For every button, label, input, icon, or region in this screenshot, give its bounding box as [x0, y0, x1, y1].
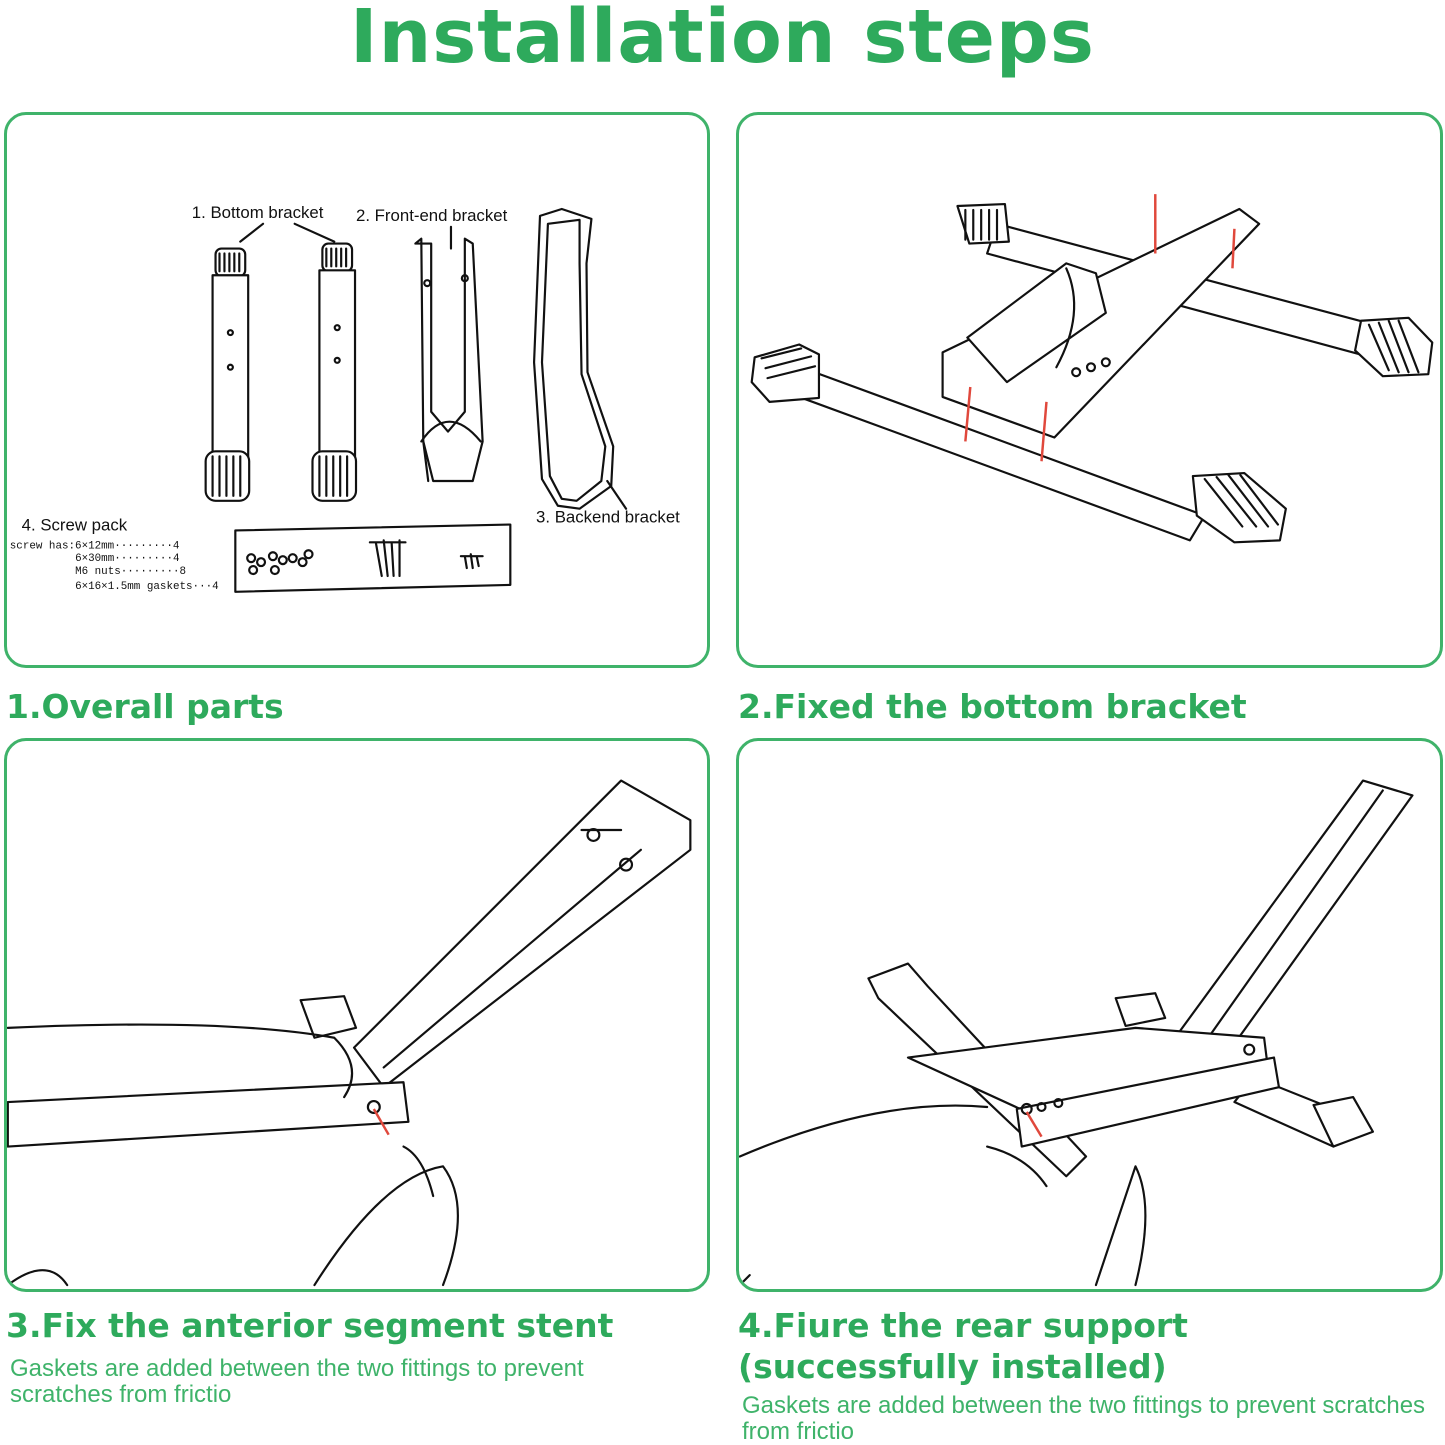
anterior-segment-illustration	[7, 779, 692, 1287]
screw-pack-box	[234, 523, 512, 593]
step-3-caption: 3.Fix the anterior segment stent	[6, 1306, 614, 1345]
step-4-caption: 4.Fiure the rear support (successfully i…	[738, 1306, 1188, 1386]
screw-line-3: M6 nuts·········8	[75, 566, 186, 578]
page-title: Installation steps	[350, 0, 1095, 80]
panel-overall-parts: 1. Bottom bracket 2. Front-end bracket	[4, 112, 710, 668]
step-1-caption: 1.Overall parts	[6, 687, 284, 726]
bottom-bracket-b	[311, 242, 358, 502]
screw-line-2: 6×30mm·········4	[75, 553, 179, 565]
rear-support-illustration	[739, 779, 1414, 1287]
panel-bottom-bracket	[736, 112, 1443, 668]
screw-line-1: screw has:6×12mm·········4	[10, 540, 180, 552]
screw-line-4: 6×16×1.5mm gaskets···4	[75, 581, 219, 593]
backend-bracket	[532, 207, 615, 510]
step-4-note: Gaskets are added between the two fittin…	[742, 1392, 1426, 1445]
bottom-bracket-a	[204, 247, 251, 502]
label-backend-bracket: 3. Backend bracket	[536, 508, 680, 527]
label-bottom-bracket: 1. Bottom bracket	[192, 203, 324, 222]
step-2-caption: 2.Fixed the bottom bracket	[738, 687, 1247, 726]
front-end-bracket	[414, 237, 484, 483]
label-front-end-bracket: 2. Front-end bracket	[356, 206, 508, 225]
panel-anterior-segment	[4, 738, 710, 1292]
bottom-bracket-illustration	[750, 194, 1434, 544]
parts-illustration: 1. Bottom bracket 2. Front-end bracket	[10, 203, 680, 593]
step-3-note: Gaskets are added between the two fittin…	[10, 1355, 584, 1408]
label-screw-pack: 4. Screw pack	[22, 515, 128, 534]
panel-rear-support	[736, 738, 1443, 1292]
